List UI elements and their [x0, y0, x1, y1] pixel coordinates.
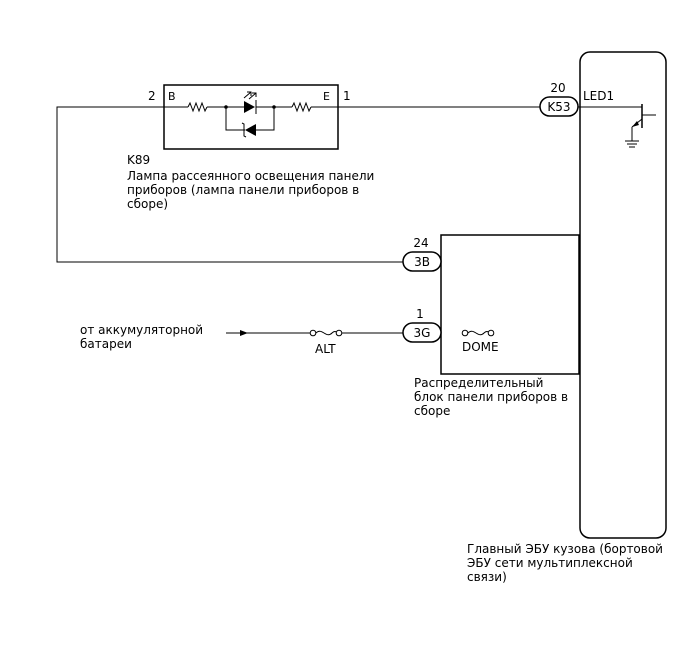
resistor-left: [187, 101, 208, 113]
dome-fuse-label: DOME: [462, 340, 499, 354]
connector-3g-label: 3G: [414, 326, 431, 340]
lamp-description-line3: сборе): [127, 197, 168, 211]
battery-label-line1: от аккумуляторной: [80, 323, 203, 337]
junction-block-box: [440, 234, 580, 375]
alt-fuse-icon: [309, 329, 343, 337]
led-icon: [244, 101, 255, 113]
resistor-right: [291, 101, 312, 113]
junction-description-line2: блок панели приборов в: [414, 390, 568, 404]
connector-k53-pin-number: 20: [550, 81, 565, 95]
lamp-pin-b-label: B: [168, 90, 176, 103]
ecu-terminal-label: LED1: [583, 89, 614, 103]
connector-k53: [539, 96, 579, 117]
lamp-pin-e-label: E: [323, 90, 330, 103]
connector-3b: [402, 251, 442, 272]
junction-description-line3: сборе: [414, 404, 450, 418]
lamp-code: K89: [127, 153, 150, 167]
lamp-pin-e-number: 1: [343, 89, 351, 103]
lamp-description-line2: приборов (лампа панели приборов в: [127, 183, 359, 197]
light-emission-icon: [243, 91, 257, 100]
lamp-pin-b-number: 2: [148, 89, 156, 103]
ground-icon: [625, 140, 639, 148]
lamp-internals: [164, 91, 338, 138]
battery-arrow-icon: [240, 330, 248, 336]
junction-description-line1: Распределительный: [414, 376, 543, 390]
connector-3b-label: 3B: [414, 255, 430, 269]
ecu-description-line2: ЭБУ сети мультиплексной: [467, 556, 633, 570]
connector-3g-pin-number: 1: [416, 307, 424, 321]
body-ecu-box: [579, 51, 667, 539]
ecu-description-line1: Главный ЭБУ кузова (бортовой: [467, 542, 663, 556]
connector-3b-pin-number: 24: [413, 236, 428, 250]
alt-fuse-label: ALT: [315, 342, 336, 356]
wire-lamp-b-to-3b: [56, 106, 403, 263]
lamp-description-line1: Лампа рассеянного освещения панели: [127, 169, 374, 183]
zener-diode-icon: [245, 124, 256, 136]
ecu-description-line3: связи): [467, 570, 507, 584]
connector-k53-label: K53: [547, 100, 570, 114]
connector-3g: [402, 322, 442, 343]
transistor-icon: [580, 104, 656, 141]
dome-fuse-icon: [461, 329, 495, 337]
battery-label-line2: батареи: [80, 337, 132, 351]
